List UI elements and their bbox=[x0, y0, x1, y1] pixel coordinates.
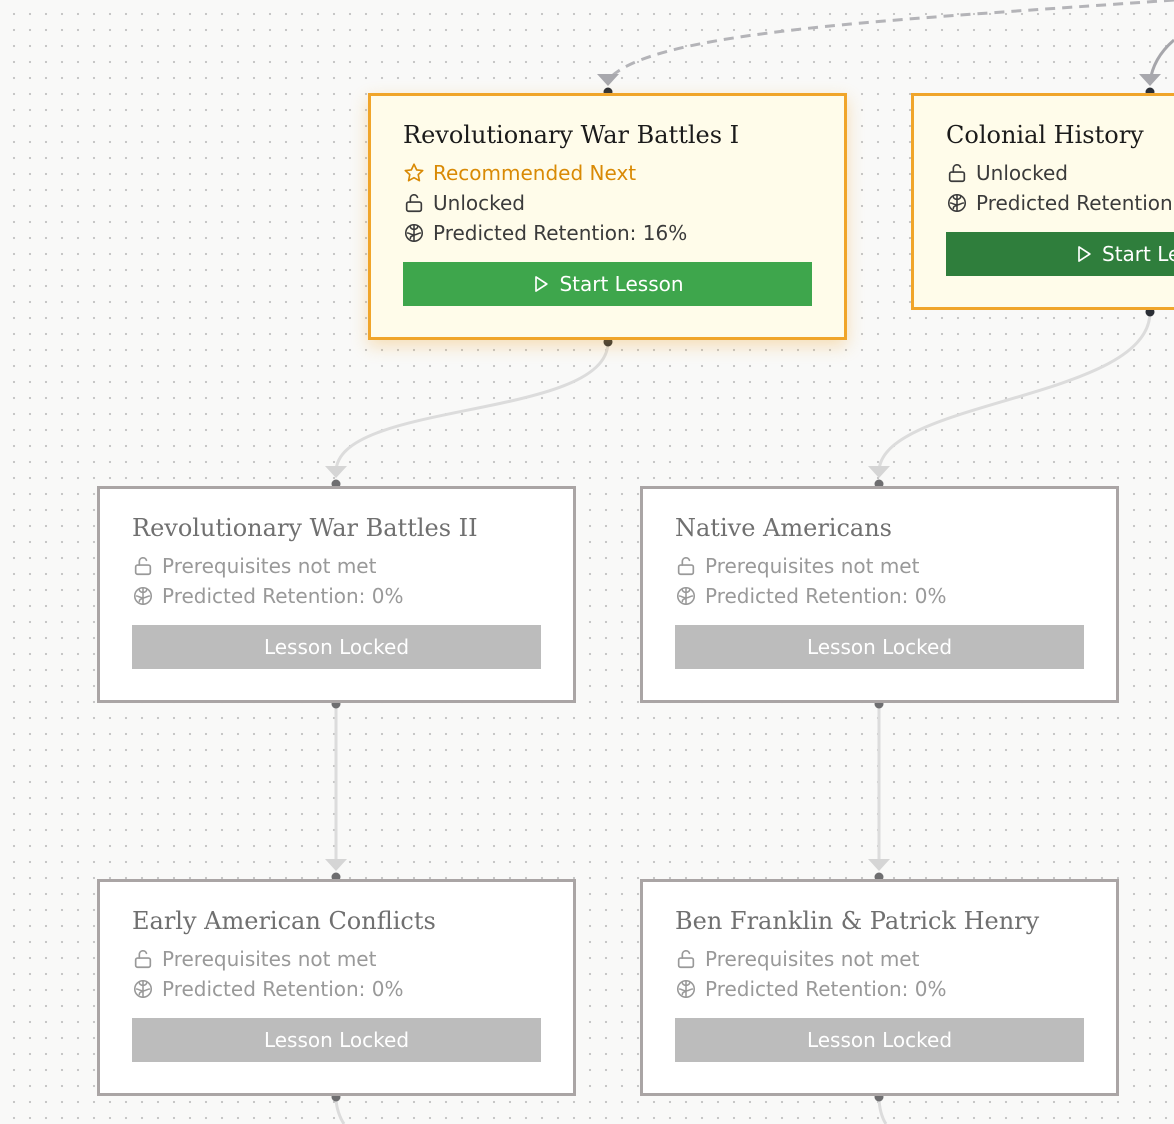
edge-dashed-to-rev1 bbox=[606, 0, 1174, 81]
brain-icon bbox=[132, 978, 154, 1000]
edge-rev1-to-rev2 bbox=[334, 341, 610, 473]
recommended-badge: Recommended Next bbox=[403, 158, 812, 188]
recommended-label: Recommended Next bbox=[433, 161, 637, 185]
status-label: Prerequisites not met bbox=[162, 554, 377, 578]
lesson-title: Revolutionary War Battles II bbox=[132, 514, 478, 542]
lesson-locked-label: Lesson Locked bbox=[263, 635, 410, 659]
status-label: Unlocked bbox=[433, 191, 525, 215]
start-lesson-button[interactable]: Start Le bbox=[946, 232, 1174, 276]
status-label: Prerequisites not met bbox=[162, 947, 377, 971]
retention-label: Predicted Retention: 0% bbox=[162, 584, 404, 608]
lesson-locked-button[interactable]: Lesson Locked bbox=[675, 625, 1084, 669]
predicted-retention: Predicted Retention: 0% bbox=[132, 581, 541, 611]
lock-open-icon bbox=[675, 555, 697, 577]
retention-label: Predicted Retention: 0% bbox=[705, 584, 947, 608]
play-icon bbox=[1074, 244, 1094, 264]
lesson-title: Colonial History bbox=[946, 121, 1144, 149]
lesson-node-revolutionary-war-battles-1[interactable]: Revolutionary War Battles I Recommended … bbox=[368, 93, 847, 340]
arrowhead-colonial bbox=[1139, 74, 1161, 86]
lesson-title: Ben Franklin & Patrick Henry bbox=[675, 907, 1040, 935]
brain-icon bbox=[946, 192, 968, 214]
lesson-status: Prerequisites not met bbox=[675, 944, 1084, 974]
star-icon bbox=[403, 162, 425, 184]
arrowhead-rev1 bbox=[597, 74, 619, 86]
lock-open-icon bbox=[132, 555, 154, 577]
arrowhead-franklin bbox=[868, 859, 890, 871]
retention-label: Predicted Retention: 0% bbox=[705, 977, 947, 1001]
predicted-retention: Predicted Retention: 0% bbox=[675, 581, 1084, 611]
lesson-locked-button[interactable]: Lesson Locked bbox=[132, 625, 541, 669]
retention-label: Predicted Retention: 16% bbox=[433, 221, 688, 245]
lesson-status: Unlocked bbox=[946, 158, 1174, 188]
arrowhead-native bbox=[868, 466, 890, 478]
lesson-title: Native Americans bbox=[675, 514, 892, 542]
start-lesson-label: Start Lesson bbox=[559, 272, 684, 296]
predicted-retention: Predicted Retention bbox=[946, 188, 1174, 218]
arrowhead-rev2 bbox=[325, 466, 347, 478]
lock-open-icon bbox=[675, 948, 697, 970]
arrowhead-early bbox=[325, 859, 347, 871]
lesson-title: Revolutionary War Battles I bbox=[403, 121, 740, 149]
lesson-status: Prerequisites not met bbox=[675, 551, 1084, 581]
lesson-node-early-american-conflicts[interactable]: Early American Conflicts Prerequisites n… bbox=[97, 879, 576, 1096]
lesson-locked-button[interactable]: Lesson Locked bbox=[132, 1018, 541, 1062]
predicted-retention: Predicted Retention: 16% bbox=[403, 218, 812, 248]
status-label: Prerequisites not met bbox=[705, 947, 920, 971]
predicted-retention: Predicted Retention: 0% bbox=[675, 974, 1084, 1004]
lesson-title: Early American Conflicts bbox=[132, 907, 436, 935]
status-label: Prerequisites not met bbox=[705, 554, 920, 578]
lesson-status: Prerequisites not met bbox=[132, 551, 541, 581]
lock-open-icon bbox=[132, 948, 154, 970]
lesson-status: Prerequisites not met bbox=[132, 944, 541, 974]
brain-icon bbox=[403, 222, 425, 244]
play-icon bbox=[531, 274, 551, 294]
lesson-node-revolutionary-war-battles-2[interactable]: Revolutionary War Battles II Prerequisit… bbox=[97, 486, 576, 703]
brain-icon bbox=[675, 585, 697, 607]
lesson-node-native-americans[interactable]: Native Americans Prerequisites not met P… bbox=[640, 486, 1119, 703]
predicted-retention: Predicted Retention: 0% bbox=[132, 974, 541, 1004]
retention-label: Predicted Retention: 0% bbox=[162, 977, 404, 1001]
lesson-locked-button[interactable]: Lesson Locked bbox=[675, 1018, 1084, 1062]
status-label: Unlocked bbox=[976, 161, 1068, 185]
start-lesson-button[interactable]: Start Lesson bbox=[403, 262, 812, 306]
start-lesson-label: Start Le bbox=[1102, 242, 1174, 266]
retention-label: Predicted Retention bbox=[976, 191, 1173, 215]
brain-icon bbox=[132, 585, 154, 607]
lesson-node-ben-franklin-patrick-henry[interactable]: Ben Franklin & Patrick Henry Prerequisit… bbox=[640, 879, 1119, 1096]
lesson-status: Unlocked bbox=[403, 188, 812, 218]
lock-open-icon bbox=[946, 162, 968, 184]
lesson-locked-label: Lesson Locked bbox=[263, 1028, 410, 1052]
lesson-locked-label: Lesson Locked bbox=[806, 1028, 953, 1052]
lock-open-icon bbox=[403, 192, 425, 214]
lesson-node-colonial-history[interactable]: Colonial History Unlocked Predicted Rete… bbox=[911, 93, 1174, 310]
edge-colonial-to-native bbox=[877, 311, 1152, 473]
lesson-locked-label: Lesson Locked bbox=[806, 635, 953, 659]
brain-icon bbox=[675, 978, 697, 1000]
